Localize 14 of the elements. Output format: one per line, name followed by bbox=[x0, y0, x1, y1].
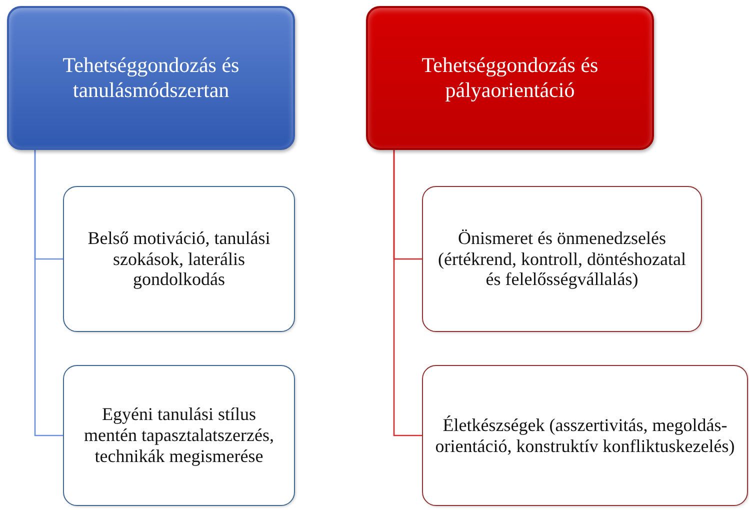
node-text: Életkészségek (asszertivitás, megoldás-orientáció, konstruktív konfliktuskezelés) bbox=[434, 414, 736, 456]
node-text: Tehetséggondozás és pályaorientáció bbox=[420, 52, 600, 104]
item-box bbox=[422, 186, 702, 332]
header-box bbox=[366, 6, 654, 150]
item-box bbox=[63, 186, 295, 332]
connector-line bbox=[34, 150, 63, 436]
node-text: Tehetséggondozás és tanulásmódszertan bbox=[62, 52, 240, 104]
item-box bbox=[422, 365, 748, 506]
connector-line bbox=[393, 150, 422, 436]
header-box bbox=[7, 6, 295, 150]
item-box bbox=[63, 365, 295, 506]
node-text: Önismeret és önmenedzselés (értékrend, kontroll, döntéshozatal és felelősségvállalás) bbox=[437, 228, 687, 290]
node-text: Egyéni tanulási stílus mentén tapasztalatszerzés, technikák megismerése bbox=[83, 404, 275, 467]
node-text: Belső motiváció, tanulási szokások, laterális gondolkodás bbox=[86, 228, 272, 290]
